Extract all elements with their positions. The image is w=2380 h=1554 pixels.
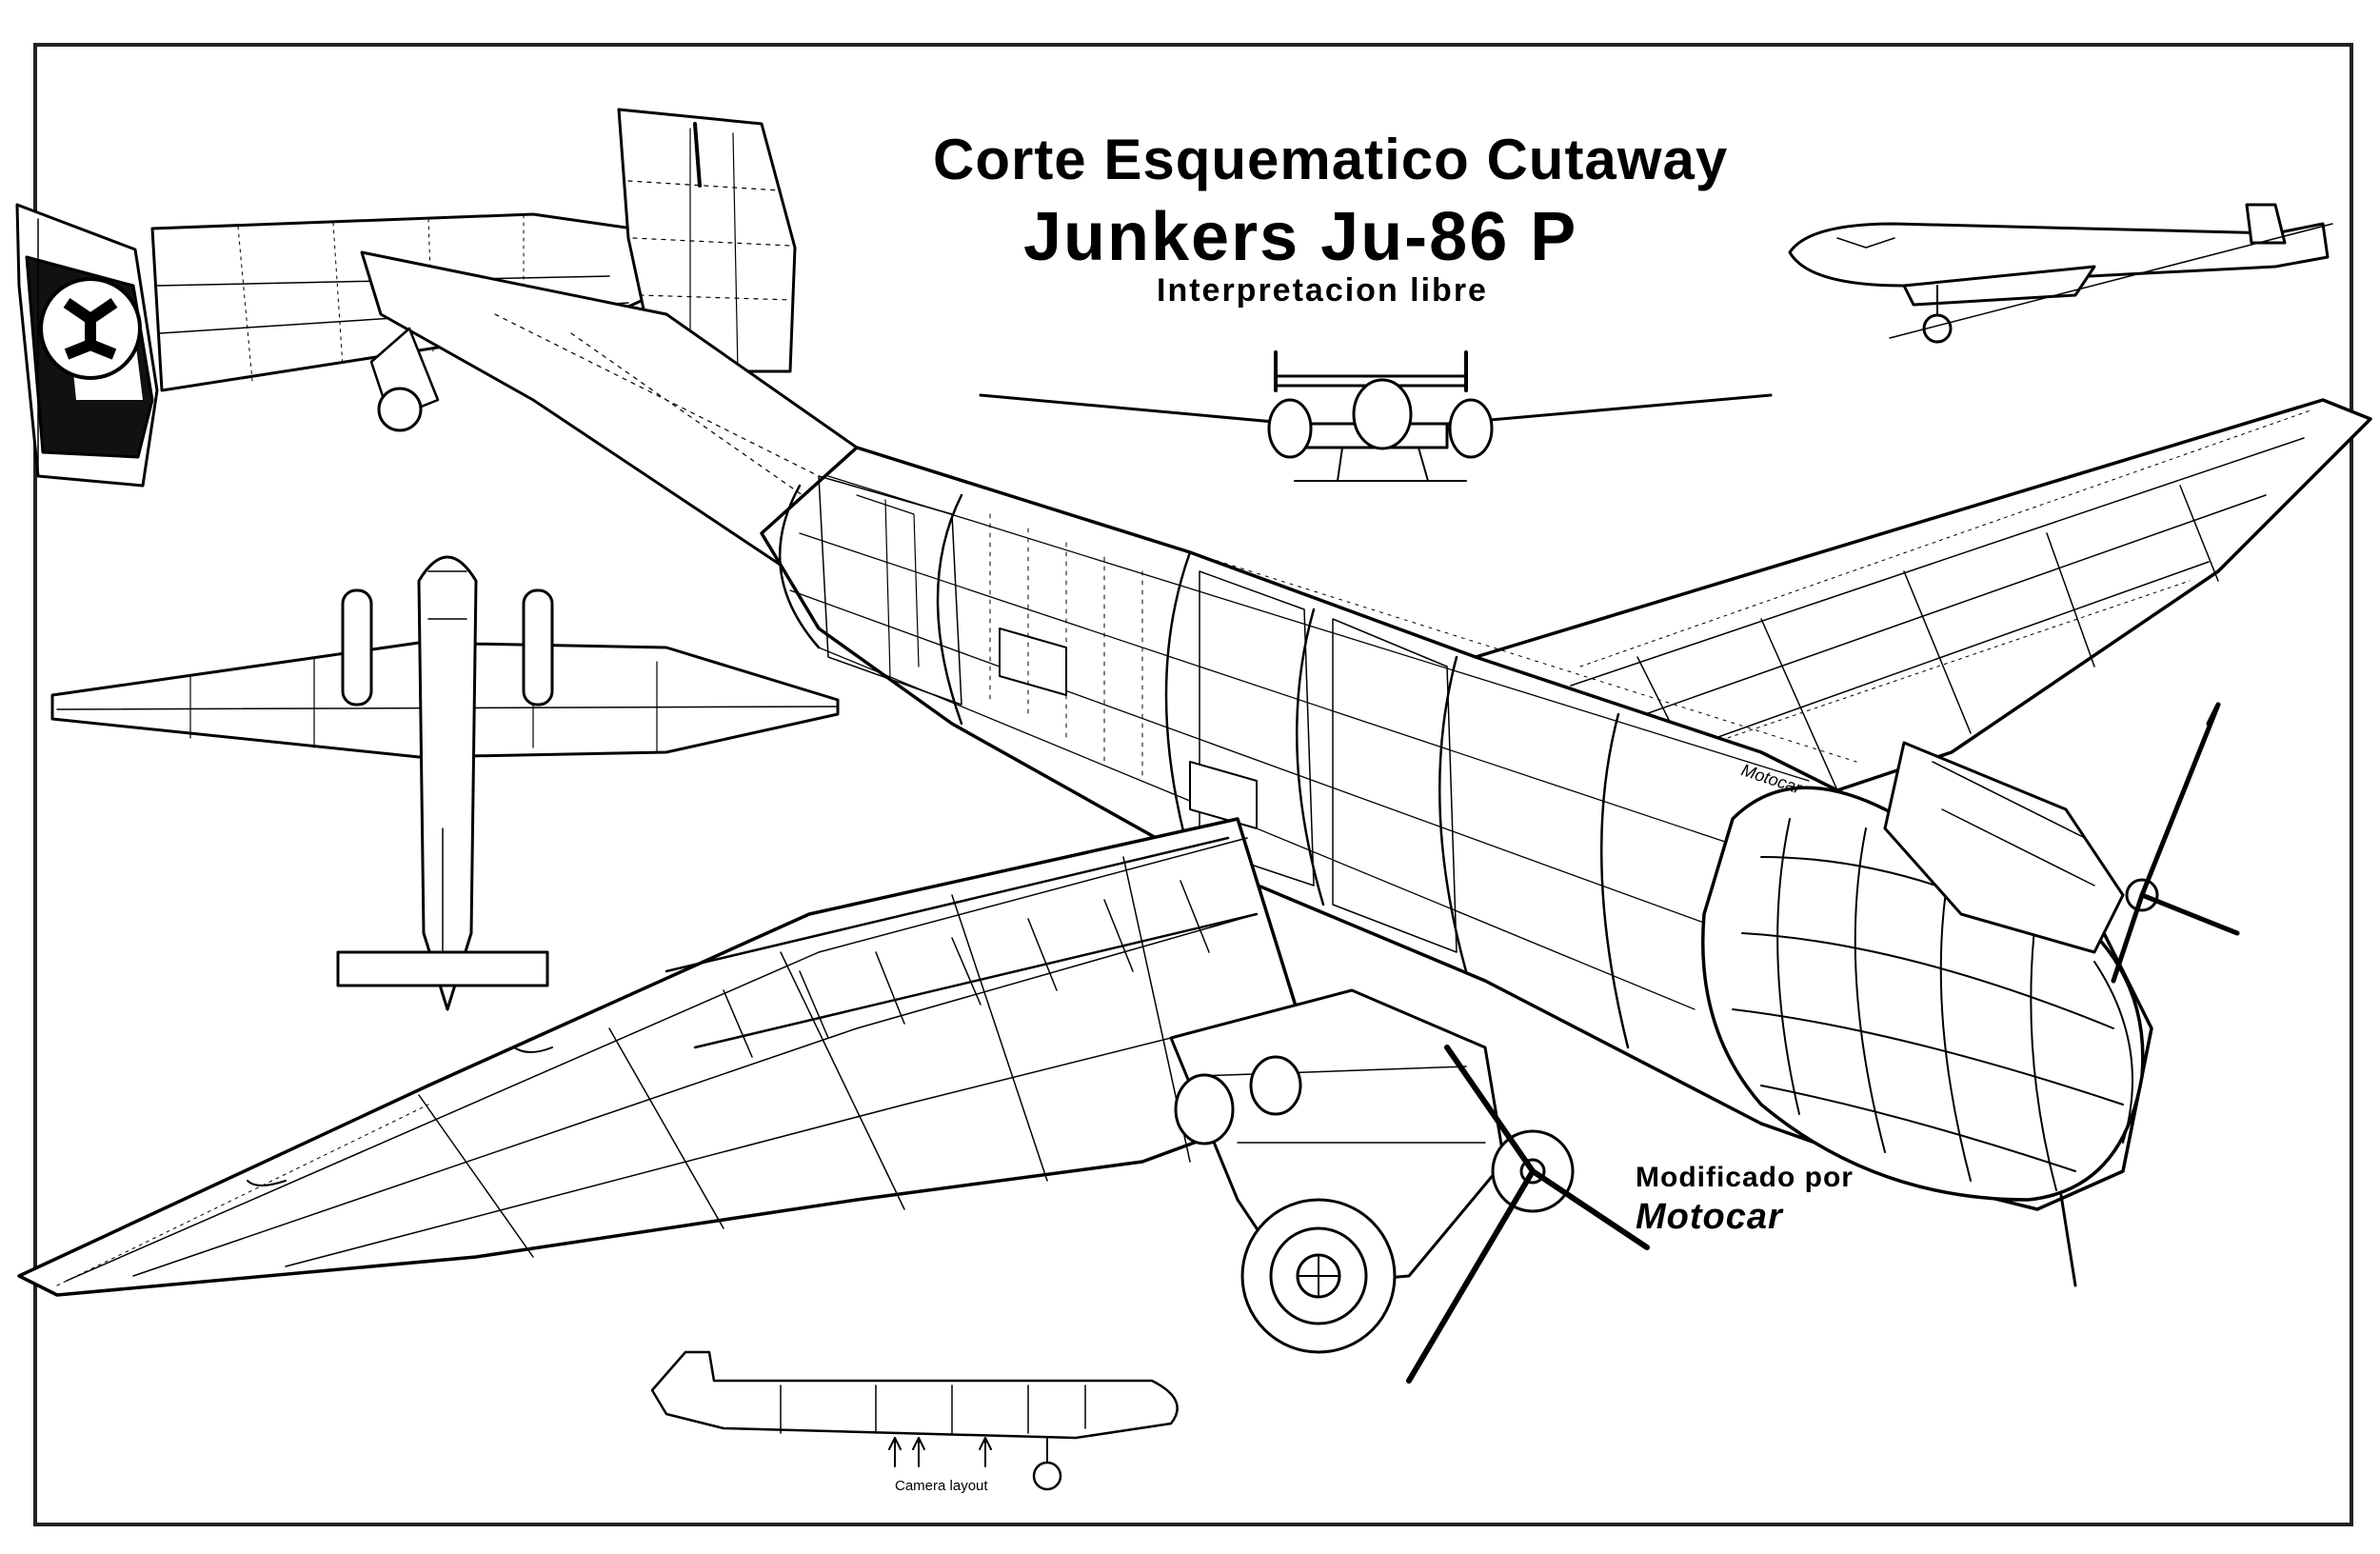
front-view — [979, 350, 1773, 482]
left-engine-nacelle — [1169, 988, 1650, 1384]
camera-layout-caption: Camera layout — [895, 1478, 988, 1494]
fin-marking-icon — [39, 277, 142, 380]
main-cutaway-aircraft — [15, 108, 2372, 1384]
credit-prefix: Modificado por — [1636, 1162, 1854, 1193]
credit-name: Motocar — [1636, 1197, 1783, 1237]
side-profile-view — [1788, 203, 2333, 344]
plan-view — [50, 555, 840, 1011]
right-engine — [1883, 702, 2240, 984]
diagram-subtitle: Interpretacion libre — [1157, 272, 1488, 309]
border-frame — [33, 43, 2353, 1526]
aircraft-name: Junkers Ju-86 P — [1023, 199, 1578, 275]
diagram-title: Corte Esquematico Cutaway — [933, 128, 1729, 191]
left-fin — [15, 203, 159, 488]
right-fin — [617, 108, 797, 373]
left-wing — [17, 817, 1325, 1297]
camera-layout-view — [650, 1350, 1179, 1491]
